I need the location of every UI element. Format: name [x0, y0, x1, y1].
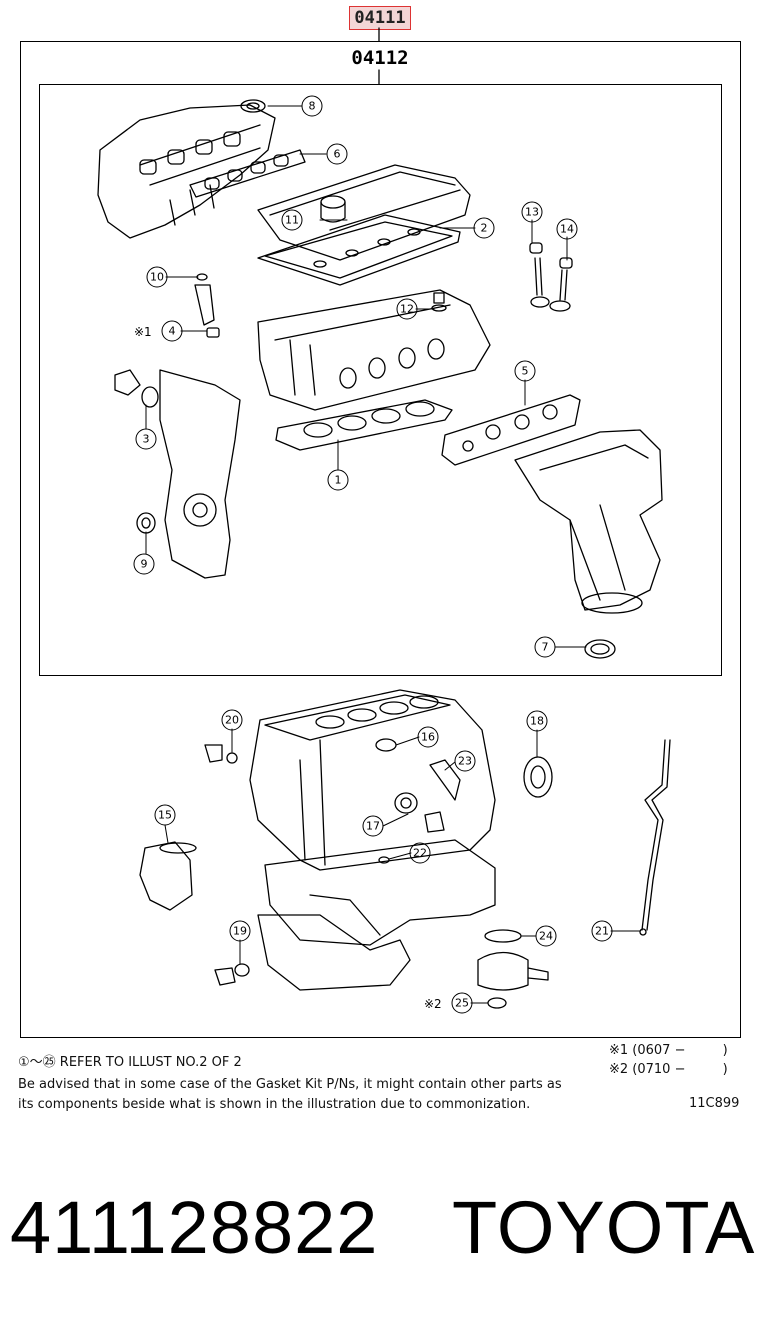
front-seal-part: [136, 512, 156, 534]
cylinder-head-part: [257, 289, 491, 411]
callout-2: 2: [481, 222, 488, 235]
callout-leaders: [145, 105, 641, 1004]
callout-11: 11: [285, 214, 299, 227]
cap-seal-part: [240, 99, 266, 113]
gasket-22-part: [378, 856, 390, 864]
valve-cover-gasket-part: [257, 214, 461, 286]
valve-part: [529, 242, 573, 312]
callout-21: 21: [595, 925, 609, 938]
callout-14: 14: [560, 223, 574, 236]
callout-9: 9: [141, 558, 148, 571]
marker-1-callout-4: ※1: [134, 325, 152, 339]
exhaust-ring-part: [584, 639, 616, 659]
drain-plug-part: [214, 967, 236, 986]
seal-17-part: [394, 792, 418, 814]
oil-cap-part: [320, 195, 346, 209]
rear-seal-18-part: [523, 756, 553, 798]
dipstick-part: [641, 739, 666, 931]
filter-ring-part: [484, 929, 522, 943]
footnote-1: ※1 (0607 − ): [609, 1043, 728, 1058]
oil-pan-upper-part: [264, 839, 496, 946]
callout-20: 20: [225, 714, 239, 727]
advice-line-2: its components beside what is shown in t…: [18, 1097, 531, 1112]
valve-cover-part: [257, 164, 471, 261]
assembly-ref-label[interactable]: 04111: [349, 6, 411, 30]
cylinder-block-part: [249, 689, 496, 871]
callout-19: 19: [233, 925, 247, 938]
refer-note: ①～㉕ REFER TO ILLUST NO.2 OF 2: [18, 1055, 242, 1070]
callout-numbers: 8 6 11 2 13 14 10 4 12 5 1 3 9 7 20 15 1…: [141, 100, 610, 1010]
head-gasket-part: [275, 399, 453, 451]
inner-frame: [39, 84, 722, 676]
pipe-23-part: [429, 759, 461, 801]
plug-part: [433, 292, 445, 304]
callout-3: 3: [143, 433, 150, 446]
injector-part: [194, 273, 220, 338]
oil-pan-lower-part: [257, 914, 411, 991]
drain-gasket-part: [487, 997, 507, 1009]
intake-manifold-part: [97, 104, 276, 239]
callout-24: 24: [539, 930, 553, 943]
exhaust-manifold-part: [514, 429, 663, 614]
callout-8: 8: [309, 100, 316, 113]
timing-cover-part: [159, 369, 241, 579]
callout-4: 4: [169, 325, 176, 338]
footnote-2: ※2 (0710 − ): [609, 1062, 728, 1077]
outlet-part: [114, 369, 141, 396]
callout-circles: [133, 95, 613, 1014]
outer-frame: [20, 41, 741, 1038]
callout-23: 23: [458, 755, 472, 768]
callout-18: 18: [530, 715, 544, 728]
oil-filter-part: [477, 951, 529, 991]
illustration-code: 11C899: [689, 1096, 740, 1111]
advice-line-1: Be advised that in some case of the Gask…: [18, 1077, 562, 1092]
marker-2-callout-25: ※2: [424, 997, 442, 1011]
callout-15: 15: [158, 809, 172, 822]
brand-name: TOYOTA: [452, 1186, 756, 1269]
callout-6: 6: [334, 148, 341, 161]
callout-7: 7: [542, 641, 549, 654]
intake-gasket-part: [189, 149, 306, 198]
gasket-16-part: [375, 738, 397, 752]
callout-1: 1: [335, 474, 342, 487]
oil-pump-part: [139, 841, 193, 911]
plug-20-part: [226, 752, 238, 764]
callout-10: 10: [150, 271, 164, 284]
callout-22: 22: [413, 847, 427, 860]
callout-16: 16: [421, 731, 435, 744]
exhaust-gasket-part: [441, 394, 581, 466]
callout-25: 25: [455, 997, 469, 1010]
callout-13: 13: [525, 206, 539, 219]
sub-assembly-ref-label[interactable]: 04112: [351, 47, 409, 69]
callout-17: 17: [366, 820, 380, 833]
callout-5: 5: [522, 365, 529, 378]
callout-12: 12: [400, 303, 414, 316]
part-number: 411128822: [10, 1186, 379, 1269]
